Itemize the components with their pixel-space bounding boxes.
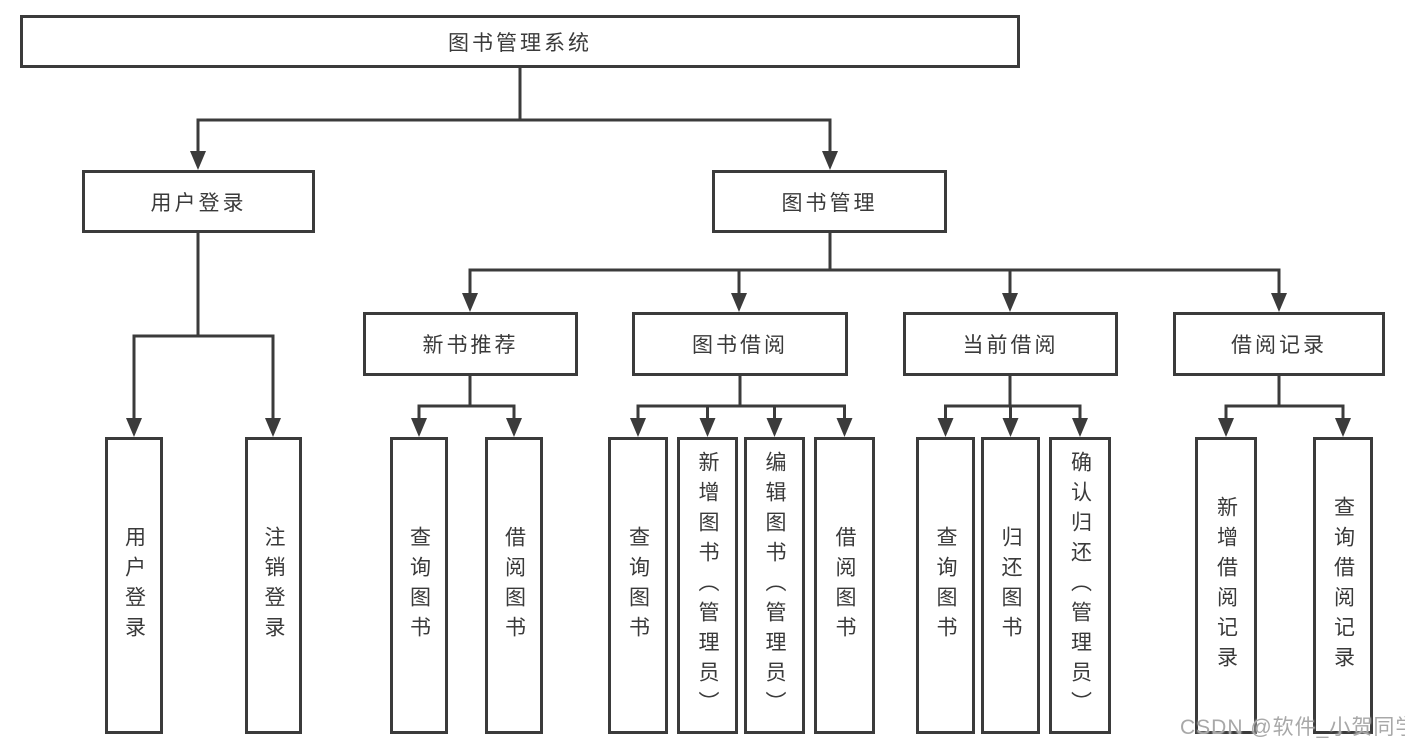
watermark: CSDN @软件_小贺同学 (1180, 716, 1405, 739)
node-user-login-label: 用户登录 (150, 191, 247, 215)
node-book-management: 图书管理 (712, 170, 947, 233)
node-book-management-label: 图书管理 (781, 191, 878, 215)
leaf-newrec-query-book: 查询图书 (390, 437, 448, 734)
node-borrow-records: 借阅记录 (1173, 312, 1385, 376)
connector-book-management-to-level3 (462, 233, 1287, 312)
leaf-borrow-add-book-admin: 新增图书（管理员） (677, 437, 738, 734)
node-book-borrow-label: 图书借阅 (692, 334, 788, 357)
leaf-current-query-book-label: 查询图书 (934, 525, 957, 646)
node-root-label: 图书管理系统 (448, 31, 592, 55)
leaf-borrow-borrow-book: 借阅图书 (814, 437, 875, 734)
node-current-borrow-label: 当前借阅 (962, 334, 1059, 357)
leaf-borrow-query-book-label: 查询图书 (626, 525, 650, 646)
leaf-borrow-edit-book-admin: 编辑图书（管理员） (744, 437, 805, 734)
connector-new-book-recommend-to-leaves (411, 376, 522, 437)
node-user-login: 用户登录 (82, 170, 315, 233)
leaf-current-return-book: 归还图书 (981, 437, 1040, 734)
connector-user-login-to-leaves (126, 233, 281, 437)
leaf-borrow-borrow-book-label: 借阅图书 (833, 525, 856, 646)
leaf-records-add-record: 新增借阅记录 (1195, 437, 1257, 734)
node-new-book-recommend: 新书推荐 (363, 312, 578, 376)
leaf-records-query-record: 查询借阅记录 (1313, 437, 1373, 734)
leaf-borrow-edit-book-admin-label: 编辑图书（管理员） (763, 450, 786, 721)
leaf-records-add-record-label: 新增借阅记录 (1214, 495, 1238, 676)
connector-book-borrow-to-leaves (630, 376, 853, 437)
leaf-newrec-borrow-book-label: 借阅图书 (502, 525, 526, 646)
leaf-logout-label: 注销登录 (262, 525, 285, 646)
leaf-logout: 注销登录 (245, 437, 302, 734)
leaf-borrow-query-book: 查询图书 (608, 437, 668, 734)
leaf-current-query-book: 查询图书 (916, 437, 975, 734)
node-new-book-recommend-label: 新书推荐 (422, 334, 519, 357)
node-borrow-records-label: 借阅记录 (1231, 334, 1327, 357)
node-book-borrow: 图书借阅 (632, 312, 848, 376)
leaf-current-confirm-return-admin-label: 确认归还（管理员） (1068, 450, 1092, 721)
leaf-newrec-borrow-book: 借阅图书 (485, 437, 543, 734)
leaf-user-login-label: 用户登录 (122, 525, 146, 646)
leaf-borrow-add-book-admin-label: 新增图书（管理员） (696, 450, 719, 721)
connector-root-to-level2 (190, 68, 838, 170)
leaf-current-return-book-label: 归还图书 (999, 525, 1022, 646)
node-root: 图书管理系统 (20, 15, 1020, 68)
leaf-records-query-record-label: 查询借阅记录 (1331, 495, 1355, 676)
node-current-borrow: 当前借阅 (903, 312, 1118, 376)
connector-borrow-records-to-leaves (1218, 376, 1351, 437)
connector-current-borrow-to-leaves (937, 376, 1088, 437)
leaf-current-confirm-return-admin: 确认归还（管理员） (1049, 437, 1111, 734)
leaf-newrec-query-book-label: 查询图书 (407, 525, 431, 646)
leaf-user-login: 用户登录 (105, 437, 163, 734)
